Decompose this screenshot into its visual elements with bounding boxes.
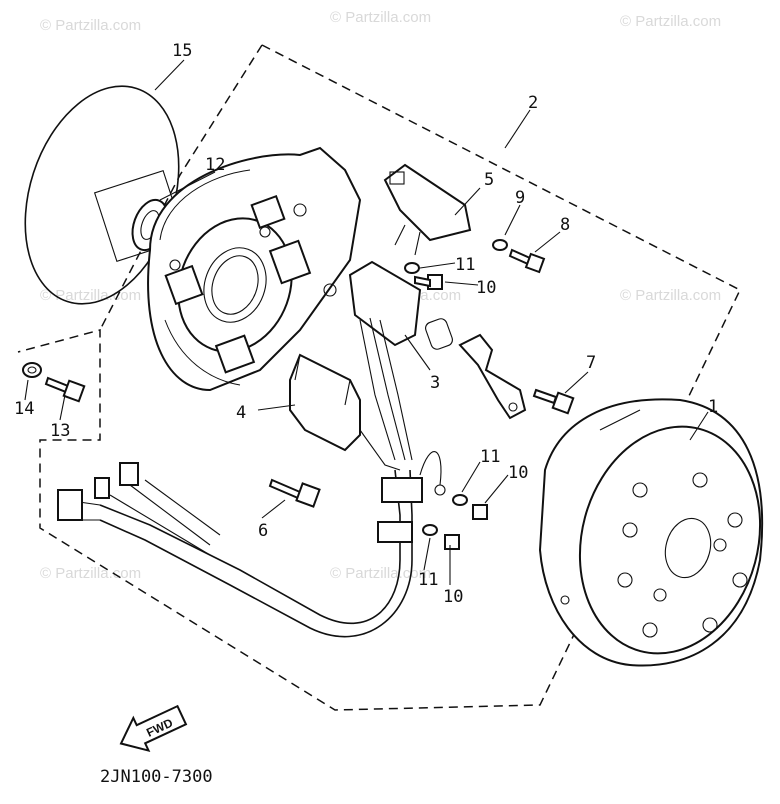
diagram-code: 2JN100-7300 — [100, 767, 213, 787]
watermark-2: © Partzilla.com — [330, 9, 431, 26]
callout-6: 6 — [258, 521, 268, 541]
source-coil — [348, 260, 453, 461]
fasteners — [22, 239, 575, 550]
flywheel-rotor — [538, 398, 764, 667]
leader-lines — [24, 59, 709, 585]
callout-15: 15 — [172, 41, 192, 61]
callout-10-lower: 10 — [443, 587, 463, 607]
pickup-coil — [383, 163, 472, 256]
watermark-1: © Partzilla.com — [40, 17, 141, 34]
callout-10-upper: 10 — [476, 278, 496, 298]
stator-plate — [147, 146, 362, 392]
callout-13: 13 — [50, 421, 70, 441]
callout-labels: 1 2 3 4 5 6 7 8 9 10 10 10 11 11 11 12 1… — [14, 41, 718, 607]
callout-1: 1 — [708, 397, 718, 417]
callout-9: 9 — [515, 188, 525, 208]
callout-11-lower: 11 — [418, 570, 438, 590]
callout-4: 4 — [236, 403, 246, 423]
callout-7: 7 — [586, 353, 596, 373]
watermark-7: © Partzilla.com — [40, 565, 141, 582]
watermark-3: © Partzilla.com — [620, 13, 721, 30]
callout-12: 12 — [205, 155, 225, 175]
callout-14: 14 — [14, 399, 34, 419]
bracket — [458, 333, 527, 420]
callout-3: 3 — [430, 373, 440, 393]
cdi-unit — [289, 353, 401, 471]
callout-8: 8 — [560, 215, 570, 235]
callout-5: 5 — [484, 170, 494, 190]
stator-boundary — [99, 44, 263, 331]
callout-2: 2 — [528, 93, 538, 113]
callout-11-middle: 11 — [480, 447, 500, 467]
callout-11-upper: 11 — [455, 255, 475, 275]
fwd-arrow: FWD — [119, 704, 188, 753]
watermark-8: © Partzilla.com — [330, 565, 431, 582]
callout-10-middle: 10 — [508, 463, 528, 483]
watermark-6: © Partzilla.com — [620, 287, 721, 304]
wire-harness — [57, 451, 446, 638]
